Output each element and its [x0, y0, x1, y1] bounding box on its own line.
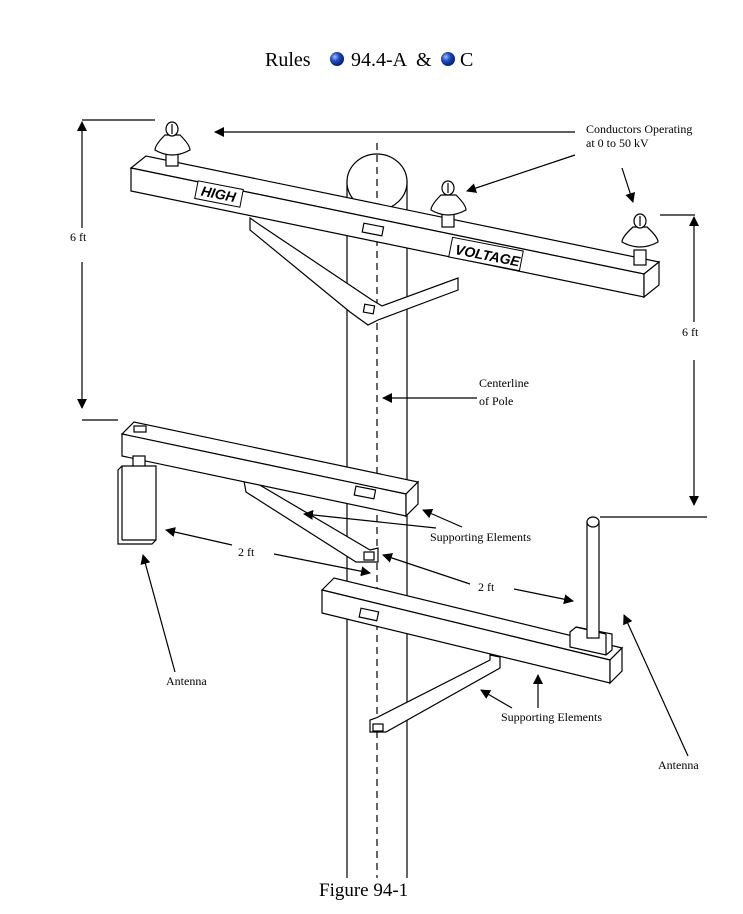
title-rule-1: 94.4-A [351, 49, 408, 71]
dimension-right-6ft: 6 ft [600, 214, 707, 518]
title-prefix: Rules [265, 49, 311, 71]
title: Rules 94.4-A & C [265, 49, 473, 71]
dimension-left-label: 6 ft [70, 230, 87, 244]
antenna-left-callout: Antenna [140, 554, 207, 688]
dimension-right-label: 6 ft [682, 325, 699, 339]
centerline-label-line1: Centerline [479, 376, 529, 390]
insulator-middle [430, 180, 467, 228]
antenna-left-label: Antenna [166, 674, 207, 688]
conductors-label-line2: at 0 to 50 kV [586, 136, 649, 150]
antenna-right-label: Antenna [658, 758, 699, 772]
conductors-label-line1: Conductors Operating [586, 122, 692, 136]
spacing-left-label: 2 ft [238, 545, 255, 559]
sign-high-text: HIGH [200, 183, 238, 206]
supporting-lower-label: Supporting Elements [501, 710, 602, 724]
title-rule-2: C [460, 49, 473, 71]
centerline-callout: Centerline of Pole [382, 376, 529, 408]
dimension-left-6ft: 6 ft [70, 119, 155, 421]
insulator-left [154, 121, 191, 167]
antenna-right-callout: Antenna [623, 614, 699, 772]
insulator-right [621, 213, 659, 266]
right-antenna-whip [569, 516, 613, 656]
lower-crossarm-brace [369, 654, 501, 733]
spacing-right-label: 2 ft [478, 580, 495, 594]
upper-crossarm-brace [249, 216, 459, 326]
title-connector: & [416, 49, 432, 71]
left-antenna-panel [117, 455, 157, 545]
upper-crossarm: HIGH VOLTAGE [129, 155, 661, 299]
bullet-icon [330, 52, 344, 66]
centerline-label-line2: of Pole [479, 394, 513, 408]
lower-crossarm [320, 577, 624, 685]
bullet-icon [441, 52, 455, 66]
spacing-right-2ft: 2 ft [382, 553, 574, 605]
high-voltage-sign-high: HIGH [194, 180, 244, 208]
supporting-elements-lower-callout: Supporting Elements [480, 674, 602, 724]
figure-caption: Figure 94-1 [319, 880, 408, 901]
supporting-elements-upper-callout: Supporting Elements [303, 509, 531, 544]
conductors-callout: Conductors Operating at 0 to 50 kV [214, 122, 692, 203]
supporting-upper-label: Supporting Elements [430, 530, 531, 544]
spacing-left-2ft: 2 ft [165, 527, 371, 577]
middle-crossarm [120, 421, 420, 518]
